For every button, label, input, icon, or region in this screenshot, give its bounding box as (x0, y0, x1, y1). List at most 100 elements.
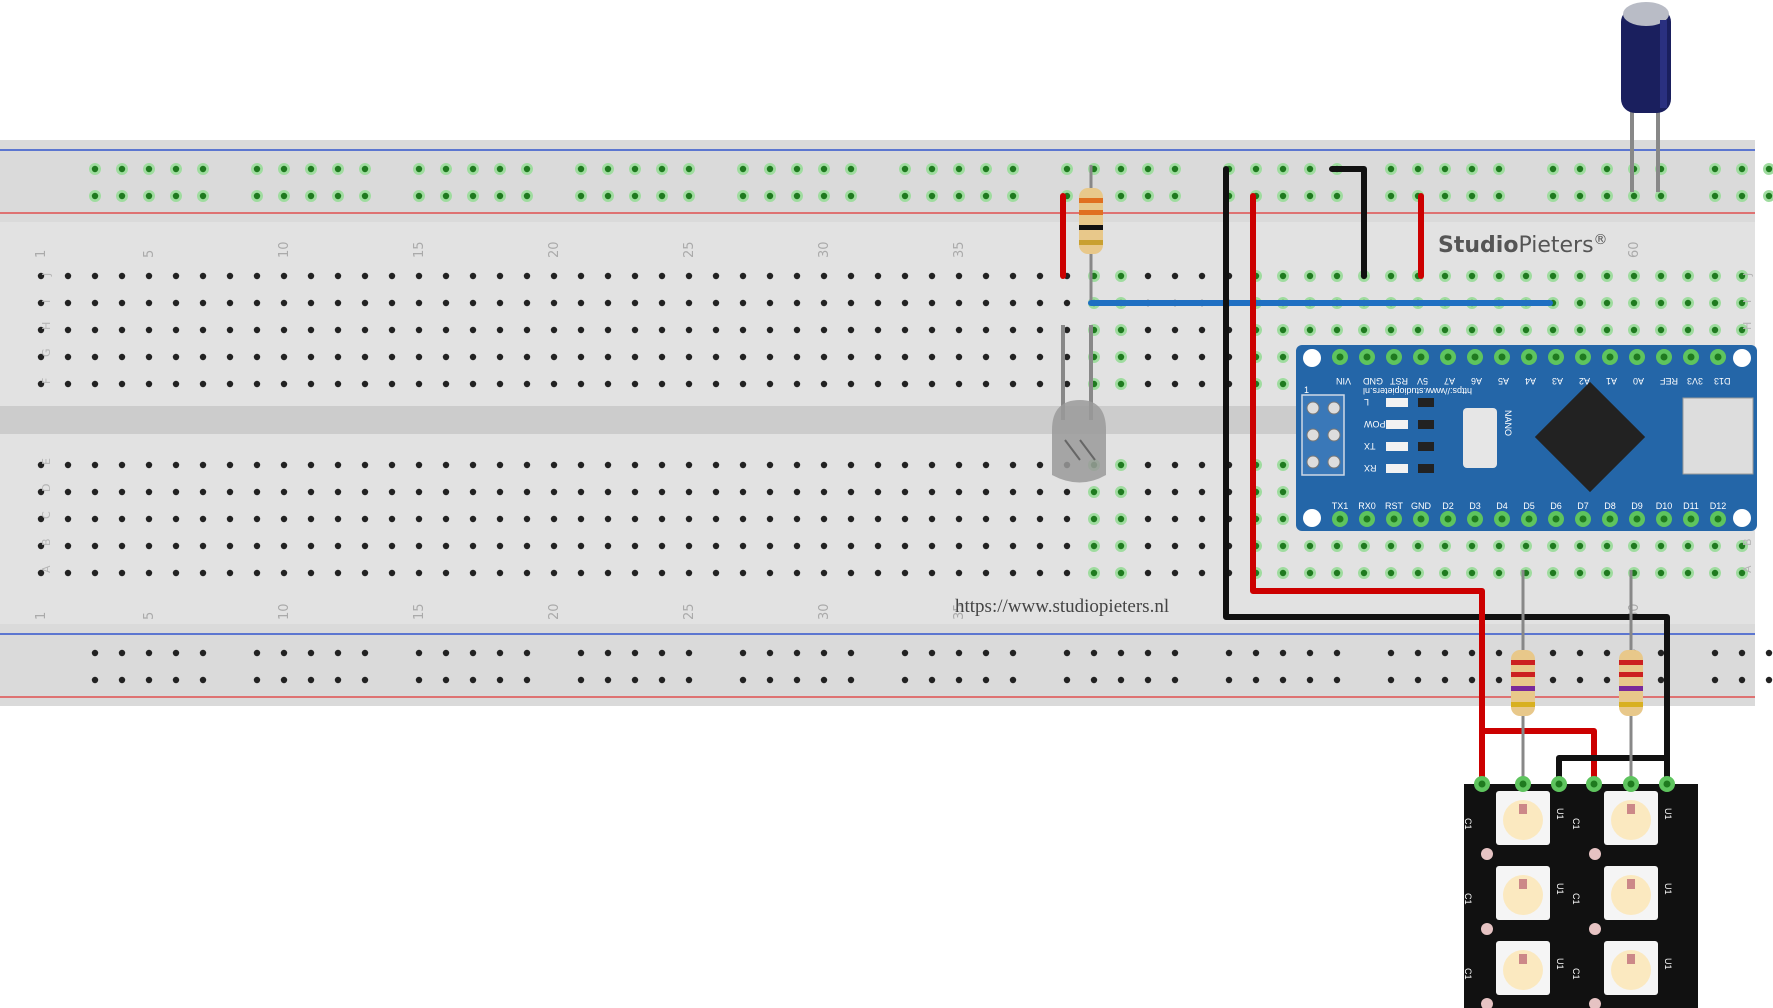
rail-hole (928, 649, 936, 657)
hole (442, 299, 450, 307)
hole (658, 380, 666, 388)
rail-hole (1603, 192, 1611, 200)
hole (1306, 569, 1314, 577)
hole (469, 542, 477, 550)
icsp-pin (1327, 401, 1341, 415)
mount-hole-br (1733, 509, 1751, 527)
hole (280, 353, 288, 361)
hole (577, 353, 585, 361)
hole (1468, 569, 1476, 577)
hole (199, 326, 207, 334)
hole (1090, 569, 1098, 577)
rail-hole (496, 165, 504, 173)
nano-pin-hole (1471, 515, 1479, 523)
hole (928, 542, 936, 550)
hole (712, 515, 720, 523)
rail-hole (334, 676, 342, 684)
hole (334, 299, 342, 307)
hole (253, 380, 261, 388)
rail-hole (118, 192, 126, 200)
hole (820, 542, 828, 550)
hole (1090, 488, 1098, 496)
rail-hole (1225, 676, 1233, 684)
hole (415, 569, 423, 577)
hole (604, 380, 612, 388)
rail-hole (1468, 649, 1476, 657)
nano-pin-label-top: A5 (1498, 376, 1509, 386)
nano-pin-label-top: A2 (1579, 376, 1590, 386)
hole (604, 569, 612, 577)
hole (496, 569, 504, 577)
nano-led (1386, 398, 1408, 407)
hole (1171, 380, 1179, 388)
hole (1036, 353, 1044, 361)
hole (91, 272, 99, 280)
hole (442, 569, 450, 577)
rail-hole (1711, 676, 1719, 684)
hole (1144, 542, 1152, 550)
nano-pin-hole (1498, 515, 1506, 523)
icsp-pin (1327, 428, 1341, 442)
hole (1117, 542, 1125, 550)
hole (1144, 326, 1152, 334)
pixel-led-die (1519, 954, 1527, 964)
rail-hole (793, 192, 801, 200)
rail-hole (847, 676, 855, 684)
hole (388, 353, 396, 361)
rail-hole (1171, 165, 1179, 173)
rail-hole (118, 676, 126, 684)
hole (982, 515, 990, 523)
hole (415, 326, 423, 334)
nano-pin-label-bottom: D9 (1631, 501, 1643, 511)
rail-hole (1711, 649, 1719, 657)
hole (685, 326, 693, 334)
nano-pin-label-top: D13 (1714, 376, 1731, 386)
hole (199, 380, 207, 388)
hole (1387, 569, 1395, 577)
hole (685, 272, 693, 280)
hole (280, 461, 288, 469)
row-letter-left: G (40, 348, 53, 357)
hole (64, 542, 72, 550)
hole (874, 326, 882, 334)
rail-hole (1333, 192, 1341, 200)
nano-pin-label-top: RST (1389, 376, 1408, 386)
pixel-led-label: U1 (1663, 883, 1673, 895)
hole (64, 326, 72, 334)
hole (361, 569, 369, 577)
hole (874, 461, 882, 469)
nano-pin-hole (1552, 353, 1560, 361)
hole (955, 380, 963, 388)
hole (1171, 272, 1179, 280)
hole (469, 299, 477, 307)
hole (118, 515, 126, 523)
led-glyph (1064, 439, 1096, 461)
hole (1009, 380, 1017, 388)
hole (793, 353, 801, 361)
hole (1711, 272, 1719, 280)
hole (766, 353, 774, 361)
rail-hole (1765, 192, 1773, 200)
wire-red-5v-to-matrix (1250, 193, 1485, 787)
hole (658, 461, 666, 469)
hole (37, 488, 45, 496)
hole (631, 299, 639, 307)
pixel-via (1481, 848, 1493, 860)
rail-hole (1576, 192, 1584, 200)
hole (793, 461, 801, 469)
hole (496, 542, 504, 550)
hole (1117, 380, 1125, 388)
rail-hole (442, 676, 450, 684)
hole (1063, 569, 1071, 577)
hole (739, 380, 747, 388)
rail-hole (793, 649, 801, 657)
rail-hole (442, 192, 450, 200)
hole (793, 326, 801, 334)
rail-hole (1441, 165, 1449, 173)
wires (1060, 166, 1670, 787)
hole (172, 488, 180, 496)
rail-hole (1549, 165, 1557, 173)
rail-hole (1414, 649, 1422, 657)
rail-hole (577, 192, 585, 200)
hole (523, 326, 531, 334)
